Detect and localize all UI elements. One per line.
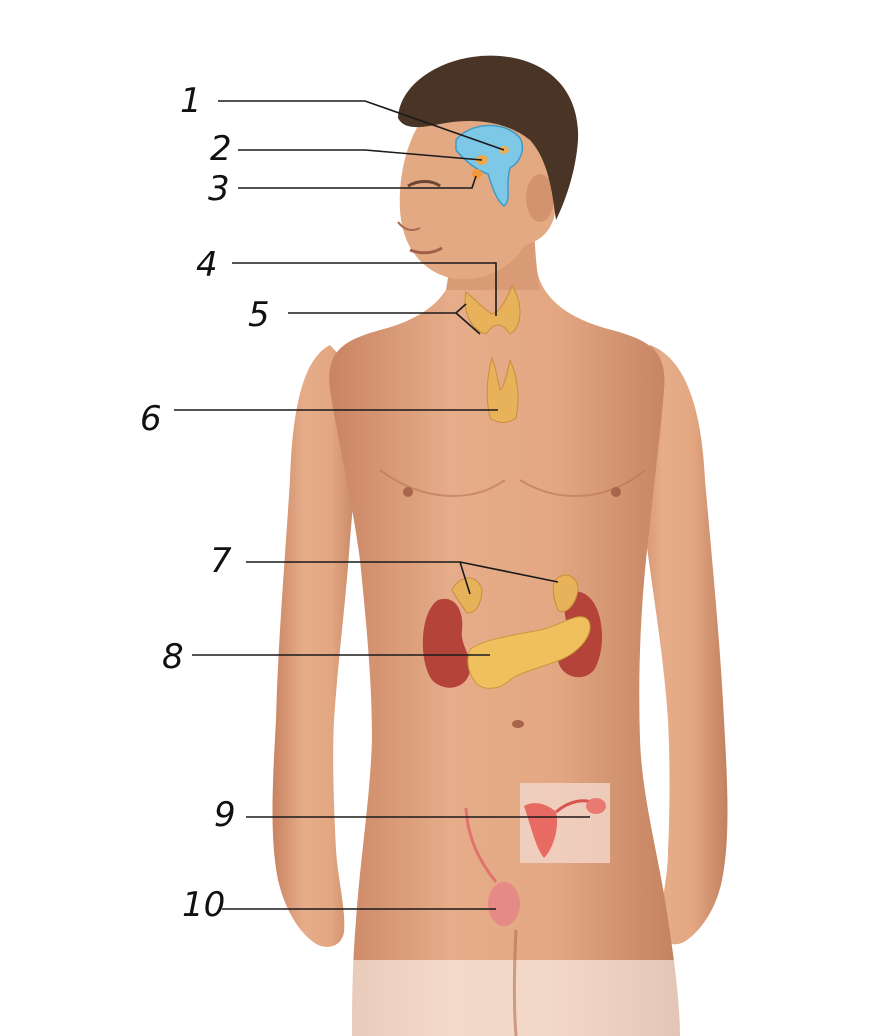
leader-5b: [455, 312, 481, 335]
label-2: 2: [210, 129, 232, 169]
ear: [526, 174, 554, 222]
leader-2: [238, 149, 483, 161]
label-3: 3: [208, 169, 230, 209]
left-kidney: [422, 598, 471, 688]
thymus-gland: [486, 356, 519, 423]
testis: [488, 882, 520, 926]
brain-region: [455, 124, 524, 207]
left-adrenal-gland: [451, 577, 483, 614]
ovary: [586, 798, 606, 814]
pancreas: [467, 616, 591, 689]
leader-3: [238, 175, 477, 189]
label-8: 8: [162, 637, 184, 677]
hair: [398, 55, 579, 220]
label-10: 10: [182, 885, 225, 925]
label-7: 7: [210, 541, 232, 581]
organs: [422, 124, 610, 926]
label-5: 5: [248, 295, 270, 335]
right-adrenal-gland: [552, 574, 579, 612]
left-arm: [272, 345, 362, 947]
thyroid-gland: [464, 284, 521, 335]
number-labels: 1 2 3 4 5 6 7 8 9 10: [140, 81, 270, 925]
label-4: 4: [196, 245, 218, 285]
label-6: 6: [140, 399, 162, 439]
leader-7b: [459, 561, 559, 583]
label-1: 1: [180, 81, 202, 121]
label-9: 9: [214, 795, 236, 835]
pituitary-gland: [472, 169, 482, 179]
leader-4: [232, 262, 497, 316]
leader-1: [218, 100, 505, 151]
leader-lines: [174, 100, 590, 910]
